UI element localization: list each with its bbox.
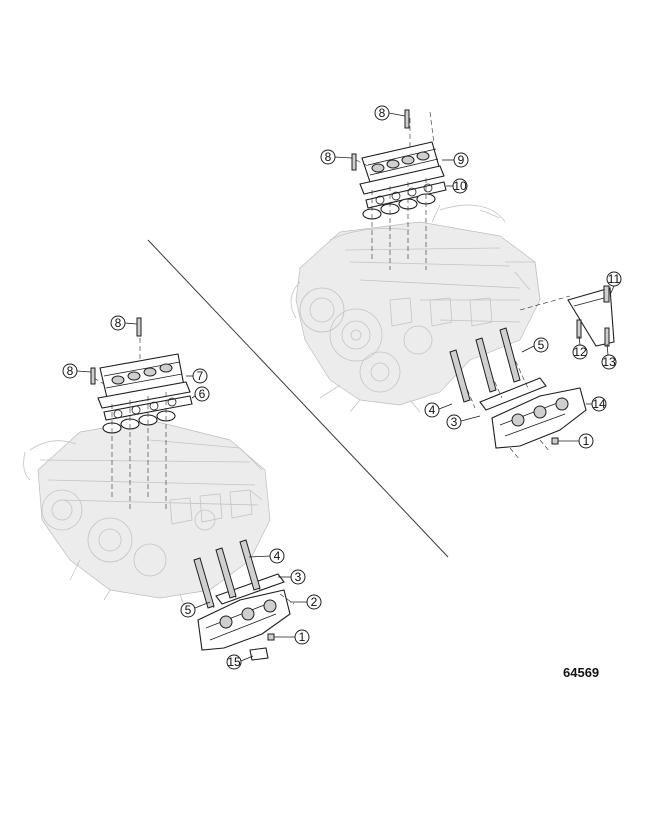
svg-text:9: 9 — [458, 153, 465, 167]
upper-engine-block — [290, 204, 541, 413]
svg-text:6: 6 — [199, 387, 206, 401]
callout: 15 — [226, 654, 254, 670]
callouts-lower: 8 8 7 6 4 3 2 — [62, 315, 322, 670]
callout: 5 — [180, 601, 211, 618]
svg-text:4: 4 — [274, 549, 281, 563]
callout: 3 — [446, 414, 481, 430]
callout: 2 — [290, 594, 322, 610]
lower-exhaust-studs — [193, 539, 261, 609]
svg-text:8: 8 — [379, 106, 386, 120]
svg-text:5: 5 — [185, 603, 192, 617]
svg-text:5: 5 — [538, 338, 545, 352]
svg-text:14: 14 — [592, 397, 606, 411]
svg-text:7: 7 — [197, 369, 204, 383]
upper-exhaust-studs — [449, 327, 521, 403]
svg-text:3: 3 — [295, 570, 302, 584]
callout: 13 — [601, 343, 617, 370]
upper-intake-manifold — [359, 141, 445, 195]
callout: 9 — [442, 152, 469, 168]
callout: 7 — [186, 368, 208, 384]
upper-manifold-alignment-lines — [355, 111, 435, 270]
callout: 8 — [62, 363, 92, 379]
svg-text:8: 8 — [67, 364, 74, 378]
upper-bolts — [351, 109, 410, 171]
lower-manifold-alignment-lines — [93, 330, 167, 512]
callout: 11 — [606, 271, 622, 296]
svg-text:13: 13 — [602, 355, 616, 369]
callouts-upper: 8 8 9 10 11 12 13 — [320, 105, 622, 449]
upper-heat-shield — [519, 285, 615, 347]
callout: 8 — [320, 149, 353, 165]
callout: 1 — [267, 629, 310, 645]
lower-exhaust-manifold — [197, 547, 295, 661]
lower-bolts — [90, 317, 142, 385]
svg-text:1: 1 — [299, 630, 306, 644]
svg-text:12: 12 — [573, 345, 587, 359]
svg-text:11: 11 — [608, 272, 621, 286]
callout: 6 — [191, 386, 210, 402]
callout: 8 — [110, 315, 138, 331]
svg-text:10: 10 — [453, 179, 467, 193]
svg-text:8: 8 — [115, 316, 122, 330]
callout: 3 — [278, 569, 306, 585]
callout: 14 — [586, 396, 607, 412]
callout: 12 — [572, 335, 588, 360]
divider-line — [147, 239, 449, 558]
svg-text:15: 15 — [227, 655, 241, 669]
callout: 4 — [424, 402, 453, 418]
svg-text:4: 4 — [429, 403, 436, 417]
callout: 10 — [446, 178, 468, 194]
svg-text:3: 3 — [451, 415, 458, 429]
svg-text:1: 1 — [583, 434, 590, 448]
lower-engine-block — [23, 419, 271, 607]
callout: 1 — [551, 433, 594, 449]
svg-text:8: 8 — [325, 150, 332, 164]
callout: 5 — [521, 337, 549, 353]
figure-number: 64569 — [563, 665, 599, 680]
svg-text:2: 2 — [311, 595, 318, 609]
callout: 8 — [374, 105, 406, 121]
lower-intake-manifold — [97, 353, 191, 409]
callout: 4 — [248, 548, 285, 564]
